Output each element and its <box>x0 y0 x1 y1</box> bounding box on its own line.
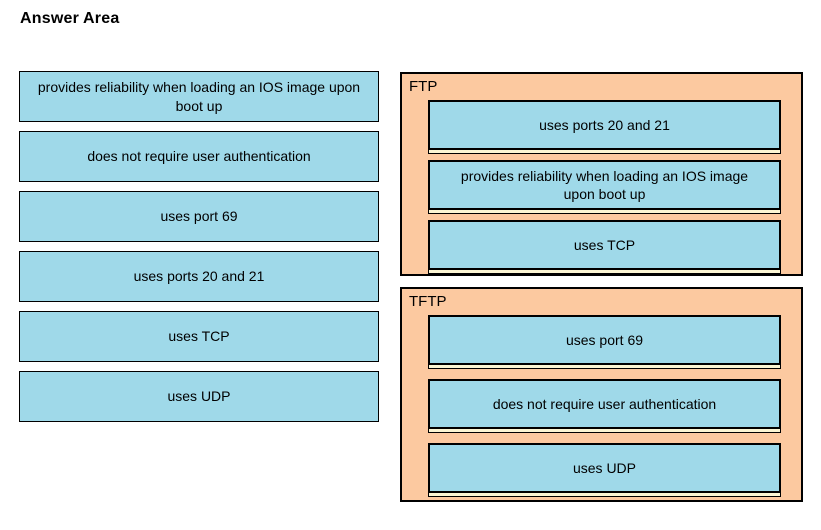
drop-slot[interactable]: provides reliability when loading an IOS… <box>428 160 781 214</box>
drop-target-tftp-label: TFTP <box>409 293 447 310</box>
source-tile[interactable]: does not require user authentication <box>19 131 379 182</box>
dropped-tile[interactable]: uses UDP <box>428 443 781 493</box>
dropped-tile[interactable]: uses TCP <box>428 220 781 270</box>
drop-slot[interactable]: uses UDP <box>428 443 781 497</box>
drop-slot[interactable]: uses ports 20 and 21 <box>428 100 781 154</box>
dropped-tile[interactable]: uses port 69 <box>428 315 781 365</box>
source-tile[interactable]: provides reliability when loading an IOS… <box>19 71 379 122</box>
source-tile[interactable]: uses TCP <box>19 311 379 362</box>
drop-target-ftp-label: FTP <box>409 78 438 95</box>
source-tile[interactable]: uses port 69 <box>19 191 379 242</box>
dropped-tile[interactable]: does not require user authentication <box>428 379 781 429</box>
source-tile[interactable]: uses ports 20 and 21 <box>19 251 379 302</box>
drop-target-tftp[interactable]: TFTP uses port 69 does not require user … <box>400 287 803 502</box>
dropped-tile[interactable]: provides reliability when loading an IOS… <box>428 160 781 210</box>
drop-slot[interactable]: uses TCP <box>428 220 781 274</box>
drop-target-ftp[interactable]: FTP uses ports 20 and 21 provides reliab… <box>400 72 803 276</box>
drop-slot[interactable]: uses port 69 <box>428 315 781 369</box>
drop-slot[interactable]: does not require user authentication <box>428 379 781 433</box>
source-tile[interactable]: uses UDP <box>19 371 379 422</box>
page-title: Answer Area <box>20 10 120 27</box>
source-tile-list: provides reliability when loading an IOS… <box>19 71 379 422</box>
dropped-tile[interactable]: uses ports 20 and 21 <box>428 100 781 150</box>
tftp-slot-list: uses port 69 does not require user authe… <box>428 315 781 497</box>
ftp-slot-list: uses ports 20 and 21 provides reliabilit… <box>428 100 781 274</box>
